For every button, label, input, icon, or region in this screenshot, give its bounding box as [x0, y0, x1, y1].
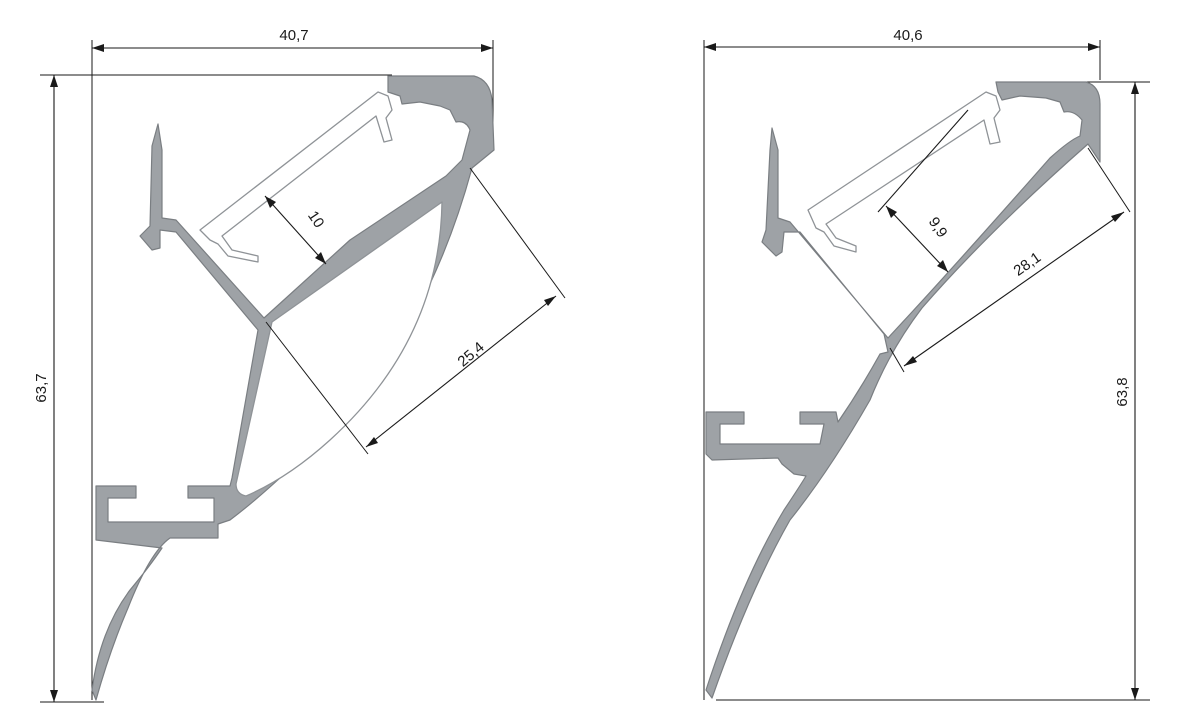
- right-led-gap-label: 9,9: [925, 214, 951, 241]
- left-led-gap-dimension: 10: [264, 195, 327, 265]
- right-height-label: 63,8: [1114, 377, 1131, 406]
- right-height-dimension: 63,8: [1114, 82, 1139, 700]
- left-led-gap-label: 10: [304, 208, 327, 231]
- left-height-label: 63,7: [33, 373, 50, 402]
- profile-left-drawing: 40,7 63,7 10 25,4: [33, 27, 566, 703]
- left-diffuser: [199, 91, 393, 263]
- left-width-label: 40,7: [279, 27, 308, 44]
- right-depth-label: 28,1: [1011, 249, 1045, 280]
- left-depth-label: 25,4: [454, 339, 487, 371]
- left-width-dimension: 40,7: [92, 27, 493, 52]
- left-profile-cavity: [235, 201, 443, 497]
- right-profile-body: [705, 81, 1101, 699]
- right-diffuser: [807, 91, 1001, 253]
- right-width-label: 40,6: [893, 27, 922, 44]
- profile-right-drawing: 40,6 63,8 9,9 28,1: [703, 27, 1150, 701]
- right-depth-dimension: 28,1: [889, 147, 1131, 373]
- right-width-dimension: 40,6: [704, 27, 1100, 51]
- left-height-dimension: 63,7: [33, 75, 58, 702]
- left-depth-dimension: 25,4: [265, 167, 566, 455]
